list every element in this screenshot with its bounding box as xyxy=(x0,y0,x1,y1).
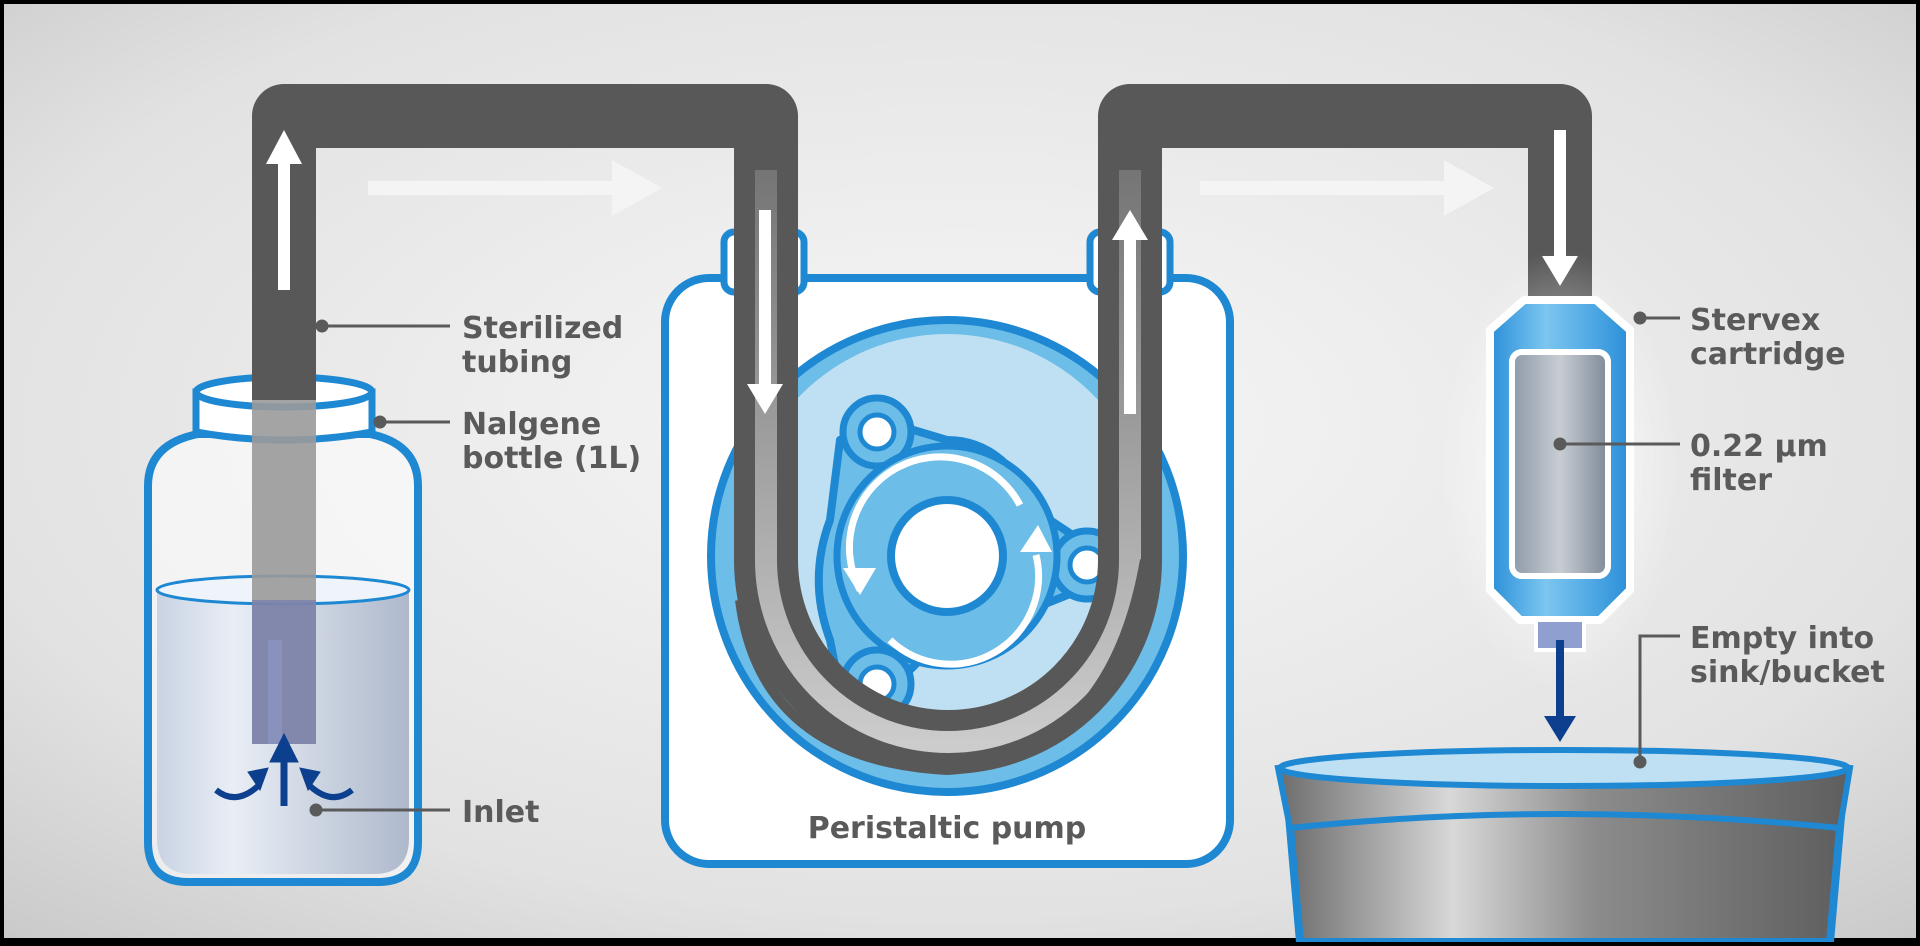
nalgene-bottle xyxy=(144,373,422,886)
sterilized-tubing xyxy=(252,84,1592,775)
tubing-label-line2: tubing xyxy=(462,345,572,380)
rotation-arrow-icon xyxy=(1020,525,1052,552)
bucket xyxy=(1274,747,1854,946)
leader-lines xyxy=(309,311,1680,817)
rotation-arrow-icon xyxy=(843,568,876,595)
cartridge-label-line2: cartridge xyxy=(1690,337,1846,372)
labels: Sterilized tubing Nalgene bottle (1L) In… xyxy=(462,303,1885,846)
flow-arrow-icon xyxy=(747,210,783,414)
flow-arrow-icon xyxy=(368,160,662,216)
filter-label-line1: 0.22 µm xyxy=(1690,429,1828,464)
empty-label-line2: sink/bucket xyxy=(1690,655,1885,690)
filter-label-line2: filter xyxy=(1690,463,1772,498)
inlet-flow-icon xyxy=(214,732,354,806)
flow-arrow-icon xyxy=(1544,640,1576,742)
flow-arrow-icon xyxy=(1200,160,1494,216)
bottle-label-line1: Nalgene xyxy=(462,407,601,442)
inlet-label: Inlet xyxy=(462,795,540,830)
pump-label: Peristaltic pump xyxy=(808,811,1087,846)
sterivex-cartridge xyxy=(1440,250,1680,690)
rotation-arrow-icon xyxy=(845,453,1043,668)
cartridge-label-line1: Stervex xyxy=(1690,303,1820,338)
tubing-label-line1: Sterilized xyxy=(462,311,623,346)
bottle-label-line2: bottle (1L) xyxy=(462,441,641,476)
empty-label-line1: Empty into xyxy=(1690,621,1874,656)
flow-arrow-icon xyxy=(1112,210,1148,414)
flow-arrow-icon xyxy=(266,130,302,290)
